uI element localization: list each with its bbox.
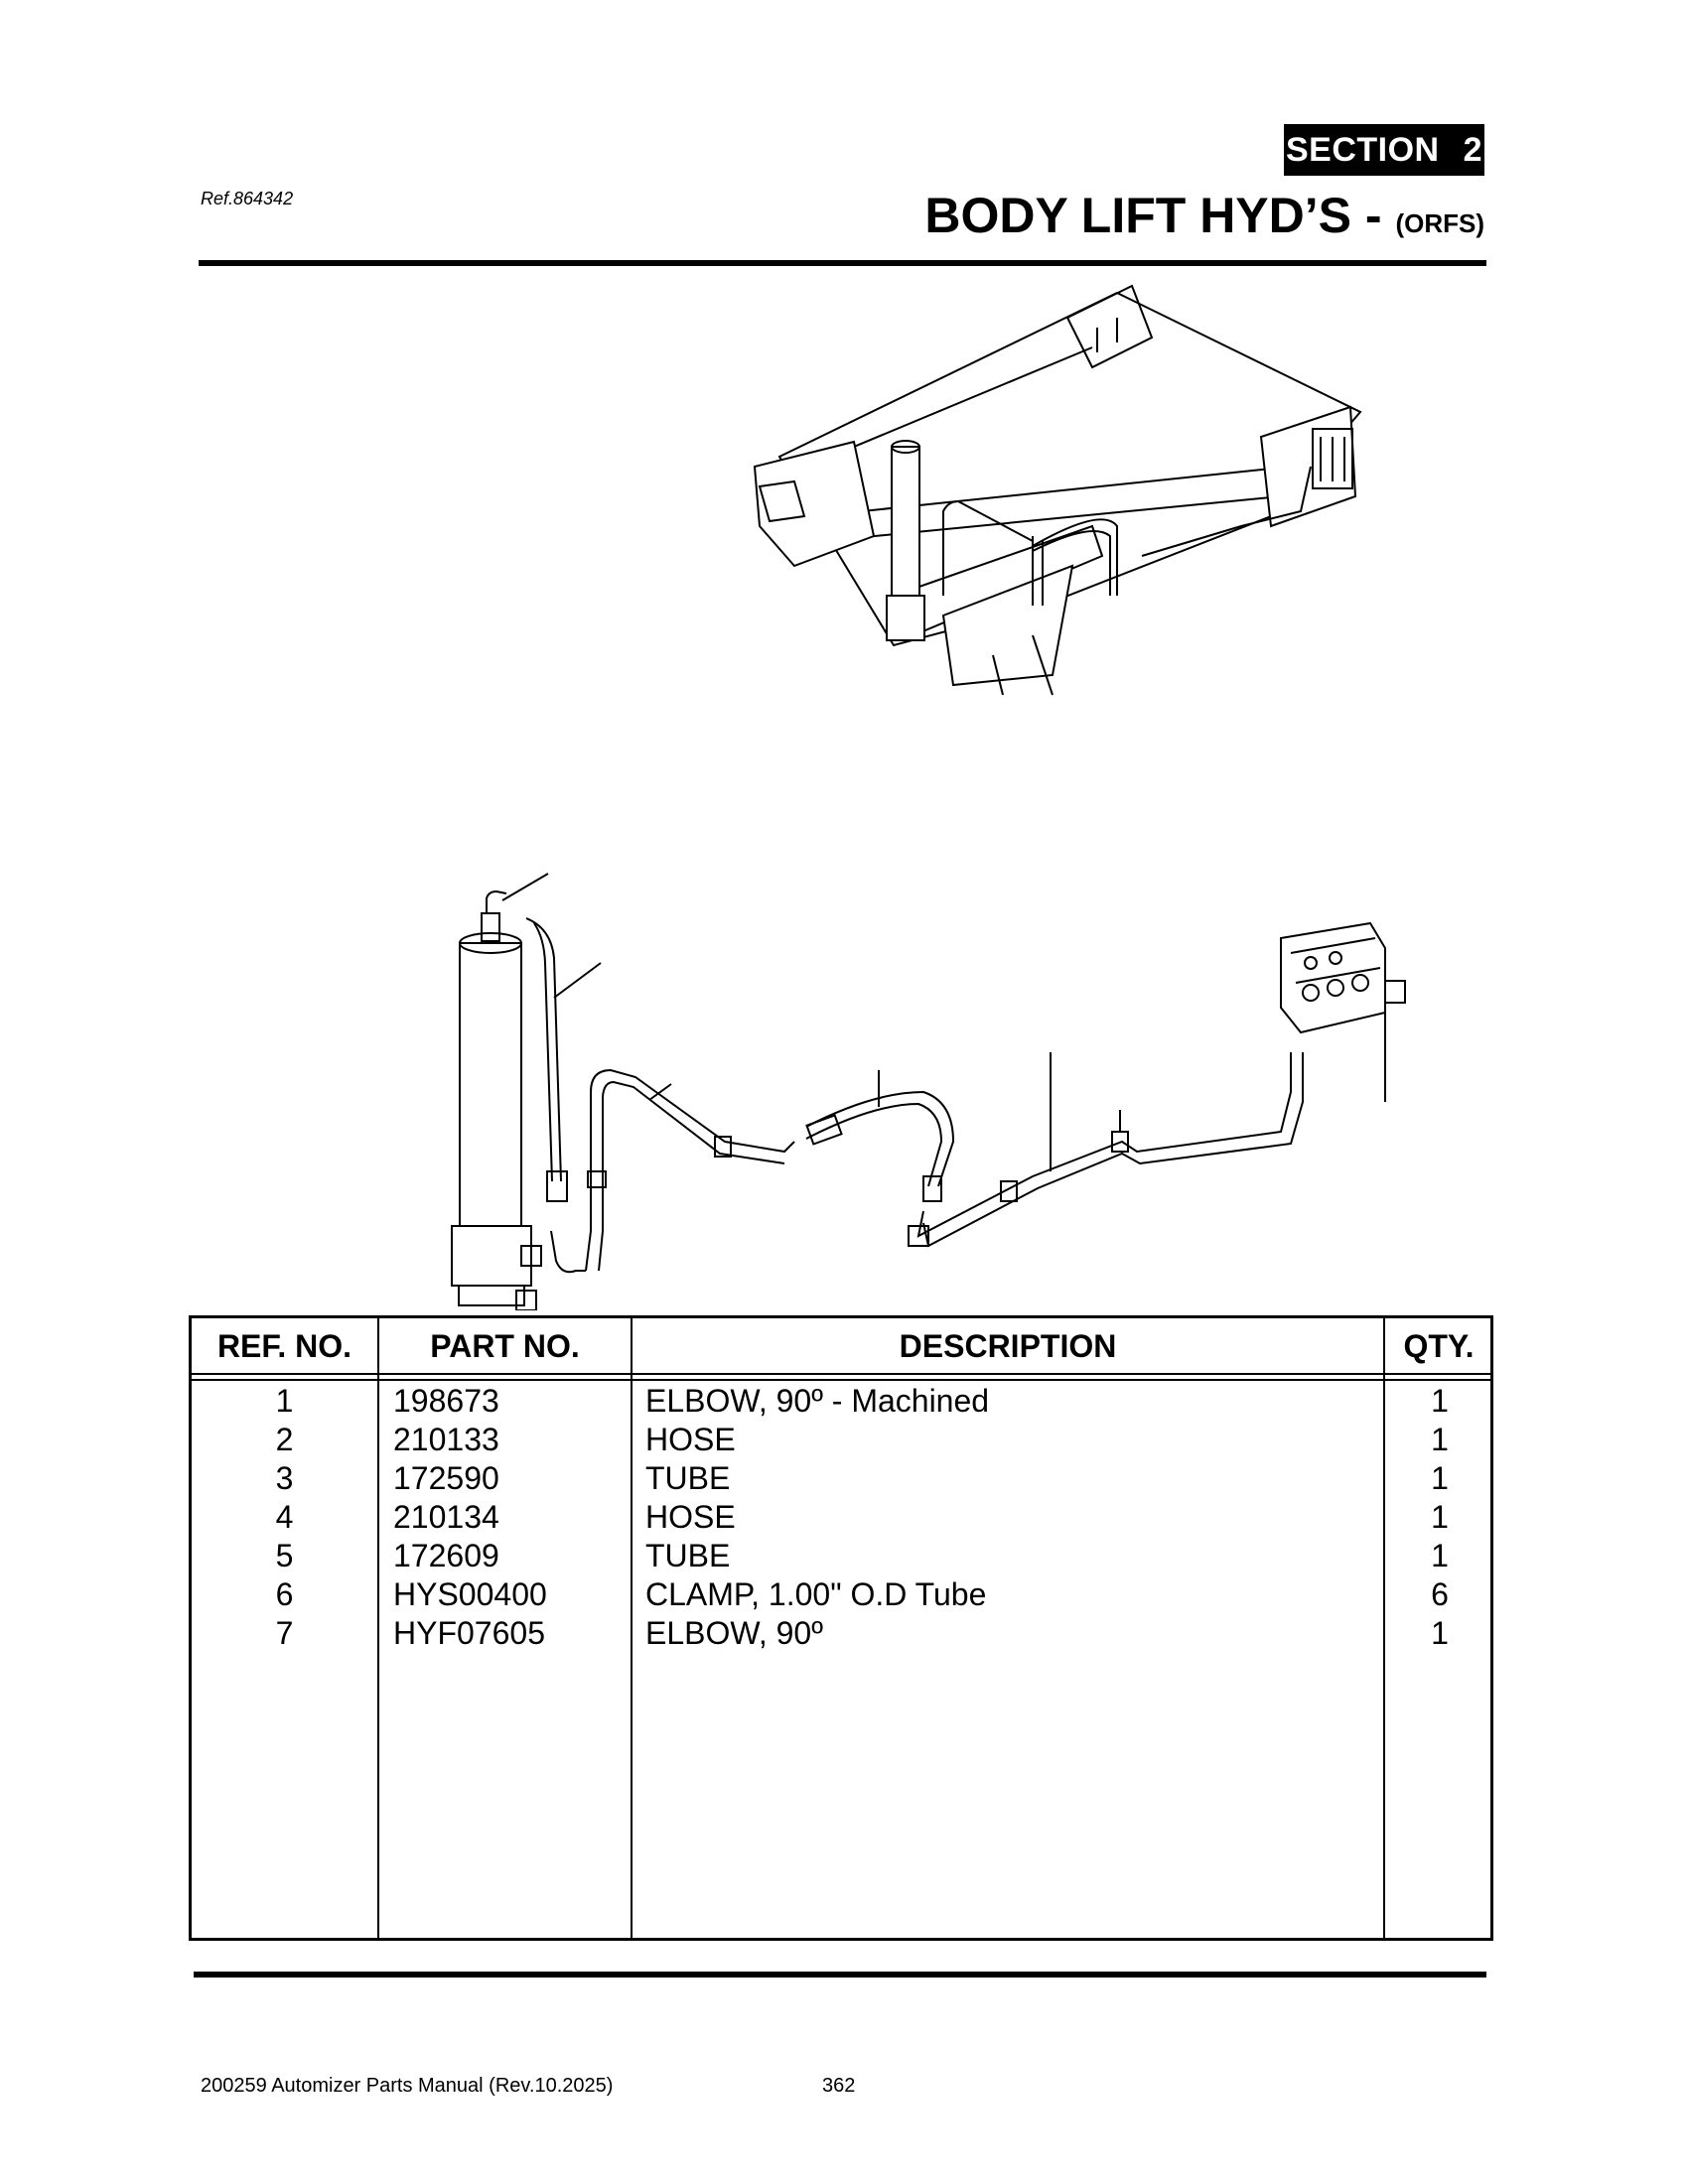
header-divider <box>192 1379 1490 1381</box>
description: TUBE <box>645 1460 731 1496</box>
header-description: DESCRIPTION <box>899 1327 1117 1364</box>
header-ref-no: REF. NO. <box>216 1327 352 1364</box>
table-row: 7 HYF07605 ELBOW, 90º 1 <box>192 1614 1490 1653</box>
table-row: 3 172590 TUBE 1 <box>192 1459 1490 1498</box>
manual-title: 200259 Automizer Parts Manual (Rev.10.20… <box>201 2075 614 2097</box>
table-row: 6 HYS00400 CLAMP, 1.00" O.D Tube 6 <box>192 1575 1490 1614</box>
header-qty: QTY. <box>1403 1327 1475 1364</box>
hydraulic-parts-illustration <box>451 873 1406 1310</box>
quantity: 1 <box>1431 1383 1449 1419</box>
ref-no: 1 <box>275 1383 294 1419</box>
ref-no: 6 <box>275 1576 294 1612</box>
quantity: 1 <box>1431 1615 1449 1651</box>
parts-table: REF. NO. PART NO. DESCRIPTION QTY. 1 198… <box>189 1315 1493 1941</box>
ref-no: 4 <box>275 1499 294 1535</box>
description: TUBE <box>645 1538 731 1573</box>
quantity: 1 <box>1431 1538 1449 1573</box>
page-title: BODY LIFT HYD’S - (ORFS) <box>924 187 1484 244</box>
column-divider <box>631 1318 633 1938</box>
table-body: 1 198673 ELBOW, 90º - Machined 1 2 21013… <box>192 1382 1490 1653</box>
quantity: 1 <box>1431 1460 1449 1496</box>
title-main: BODY LIFT HYD’S - <box>924 188 1396 243</box>
header-rule <box>199 260 1486 266</box>
table-row: 2 210133 HOSE 1 <box>192 1421 1490 1459</box>
column-divider <box>1383 1318 1385 1938</box>
header-part-no: PART NO. <box>430 1327 580 1364</box>
quantity: 6 <box>1431 1576 1449 1612</box>
part-no: 210133 <box>393 1422 499 1457</box>
truck-frame-illustration <box>753 284 1362 696</box>
title-subtitle: (ORFS) <box>1395 208 1484 238</box>
table-row: 5 172609 TUBE 1 <box>192 1537 1490 1575</box>
table-row: 1 198673 ELBOW, 90º - Machined 1 <box>192 1382 1490 1421</box>
ref-no: 3 <box>275 1460 294 1496</box>
part-no: HYS00400 <box>393 1576 547 1612</box>
ref-no: 7 <box>275 1615 294 1651</box>
quantity: 1 <box>1431 1499 1449 1535</box>
section-label: SECTION <box>1285 130 1440 169</box>
part-no: 210134 <box>393 1499 499 1535</box>
description: HOSE <box>645 1422 736 1457</box>
part-no: 172609 <box>393 1538 499 1573</box>
page-number: 362 <box>822 2075 856 2097</box>
section-number: 2 <box>1463 130 1483 169</box>
table-row: 4 210134 HOSE 1 <box>192 1498 1490 1537</box>
footer-rule <box>194 1972 1486 1978</box>
description: ELBOW, 90º <box>645 1615 823 1651</box>
section-badge: SECTION 2 <box>1284 124 1484 176</box>
part-no: 172590 <box>393 1460 499 1496</box>
quantity: 1 <box>1431 1422 1449 1457</box>
description: ELBOW, 90º - Machined <box>645 1383 990 1419</box>
column-divider <box>377 1318 379 1938</box>
header-divider <box>192 1373 1490 1375</box>
part-no: HYF07605 <box>393 1615 545 1651</box>
part-no: 198673 <box>393 1383 499 1419</box>
description: HOSE <box>645 1499 736 1535</box>
reference-number: Ref.864342 <box>201 189 294 208</box>
ref-no: 5 <box>275 1538 294 1573</box>
description: CLAMP, 1.00" O.D Tube <box>645 1576 987 1612</box>
ref-no: 2 <box>275 1422 294 1457</box>
